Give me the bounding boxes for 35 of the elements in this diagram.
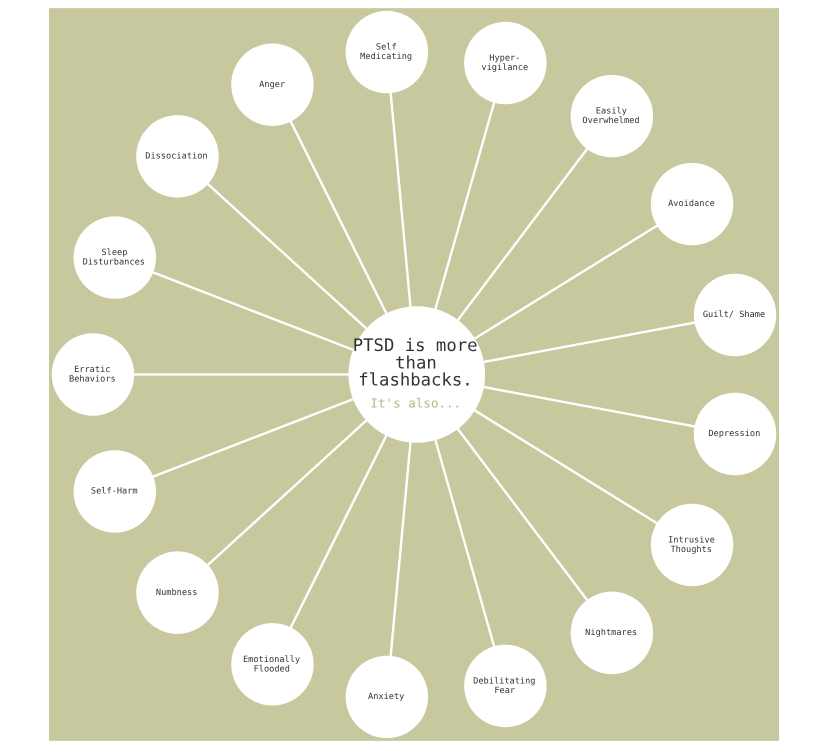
node-circle: Anxiety [346,656,428,738]
connector [152,398,354,478]
node-circle: Depression [694,392,776,476]
connector [484,386,695,428]
node-circle: Easily Overwhelmed [570,74,654,158]
connector [290,435,388,628]
node-circle: Sleep Disturbances [74,216,156,299]
node-circle: PTSD is more than flashbacks. It's also... [348,306,486,443]
connector [456,148,588,321]
connector [152,271,354,351]
connector [290,120,388,314]
node-circle: Anger [231,43,314,126]
connector [389,442,412,656]
node-circle: Emotionally Flooded [231,623,314,706]
node-circle: Self-Harm [74,450,156,533]
connector [474,224,658,340]
connector [474,409,658,524]
connector [207,420,368,566]
connector [207,183,368,330]
connector [134,373,349,376]
node-circle: Guilt/ Shame [694,274,776,356]
node-circle: Dissociation [136,115,219,198]
node-circle: Hyper- vigilance [464,22,547,104]
node-circle: Erratic Behaviors [52,333,134,416]
node-circle: Self Medicating [346,10,428,94]
node-circle: Intrusive Thoughts [650,504,734,586]
node-circle: Avoidance [650,162,734,246]
connector [389,92,412,307]
node-circle: Debilitating Fear [464,644,547,728]
connector [484,321,695,364]
connector [456,428,588,601]
node-circle: Numbness [136,551,219,634]
connector [434,102,496,310]
node-circle: Nightmares [570,592,654,674]
connector [434,440,496,647]
